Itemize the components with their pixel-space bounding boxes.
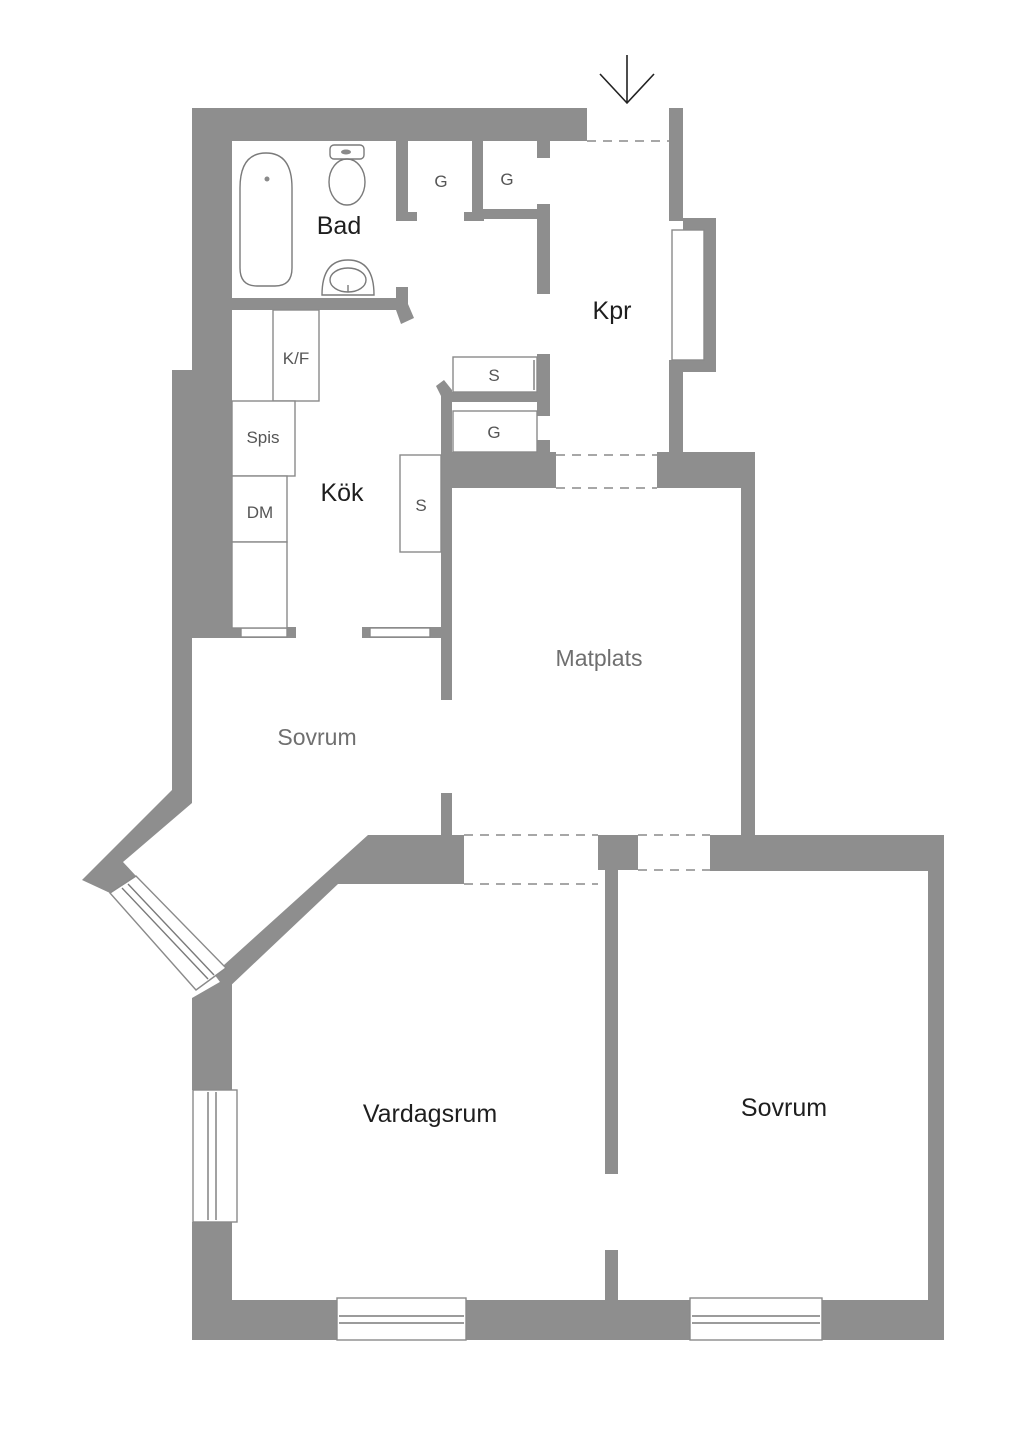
wall-living-left — [192, 975, 232, 1090]
wall-bath-bottom — [232, 298, 400, 310]
threshold-kitchen-b — [369, 627, 431, 638]
box-stove — [231, 400, 296, 477]
label-fridge-freezer: K/F — [283, 349, 309, 368]
sink-icon — [321, 259, 375, 296]
wall-bottom-a — [192, 1300, 337, 1340]
door-openings — [464, 140, 710, 885]
wall-hall-bottom-b — [657, 452, 755, 488]
window-living-left — [192, 1089, 238, 1223]
room-label-sovrum-large: Sovrum — [741, 1094, 827, 1122]
wall-closet-divider — [396, 212, 417, 221]
wall-closet-d — [472, 209, 550, 219]
wall-hall-right — [669, 108, 683, 221]
wall-right-top — [710, 835, 944, 871]
label-stove: Spis — [246, 428, 279, 447]
box-storage-kitchen — [399, 454, 442, 553]
threshold-kitchen-a — [240, 627, 288, 638]
box-storage-hall — [452, 356, 538, 393]
room-labels: Bad Kpr Kök Matplats Sovrum Vardagsrum S… — [277, 212, 827, 1128]
wall-bath-stub — [396, 287, 414, 324]
wall-living-diagonal — [214, 835, 464, 990]
wall-right-outer — [928, 835, 944, 1340]
wall-bottom-b — [466, 1300, 690, 1340]
walls — [82, 108, 944, 1340]
box-fridge-freezer — [272, 309, 320, 402]
wall-pillar — [598, 835, 638, 870]
wall-dining-right — [741, 452, 755, 835]
wall-dining-stub — [441, 793, 452, 835]
entrance-arrow-icon — [599, 55, 655, 105]
label-closet-3: G — [487, 423, 500, 442]
box-counter — [231, 541, 288, 629]
label-dishwasher: DM — [247, 503, 273, 522]
cabinets — [231, 309, 538, 629]
wall-sovrum-diagonal — [82, 790, 192, 893]
label-storage-hall: S — [488, 366, 499, 385]
wall-closet-f — [537, 204, 550, 294]
wall-hall-right-lower — [669, 360, 683, 460]
wall-left-upper — [192, 108, 232, 370]
wall-divider-upper — [605, 870, 618, 1174]
toilet-icon — [328, 144, 366, 206]
wall-sovrum-left — [172, 638, 192, 803]
box-dishwasher — [231, 475, 288, 543]
box-closet-hall — [452, 410, 538, 453]
wall-bath-right — [396, 141, 408, 220]
wall-hall-bottom-a — [441, 452, 556, 488]
room-label-kpr: Kpr — [593, 297, 632, 325]
fixture-labels: G G G S S K/F Spis DM — [246, 170, 513, 522]
bathtub-icon — [239, 152, 293, 287]
room-label-kok: Kök — [320, 479, 364, 507]
wall-closet-c — [472, 141, 483, 216]
wall-hall-bay — [683, 218, 716, 372]
wall-left-kitchen — [172, 370, 232, 638]
label-storage-kitchen: S — [415, 496, 426, 515]
window-bottom-living — [336, 1297, 467, 1341]
room-label-bad: Bad — [317, 212, 361, 240]
bathroom-fixtures — [239, 144, 375, 296]
wall-storage-a — [537, 354, 550, 416]
room-label-vardagsrum: Vardagsrum — [363, 1100, 497, 1128]
wall-storage-b — [447, 392, 547, 402]
wall-divider-lower — [605, 1250, 618, 1302]
wall-top — [192, 108, 587, 141]
wall-bottom-c — [822, 1300, 944, 1340]
room-label-sovrum-small: Sovrum — [277, 724, 356, 750]
window-hall — [671, 229, 705, 361]
windows — [108, 229, 823, 1341]
label-closet-1: G — [434, 172, 447, 191]
room-label-matplats: Matplats — [556, 645, 643, 671]
wall-closet-e — [537, 141, 550, 158]
window-bottom-bedroom — [689, 1297, 823, 1341]
window-diagonal — [108, 875, 228, 991]
label-closet-2: G — [500, 170, 513, 189]
